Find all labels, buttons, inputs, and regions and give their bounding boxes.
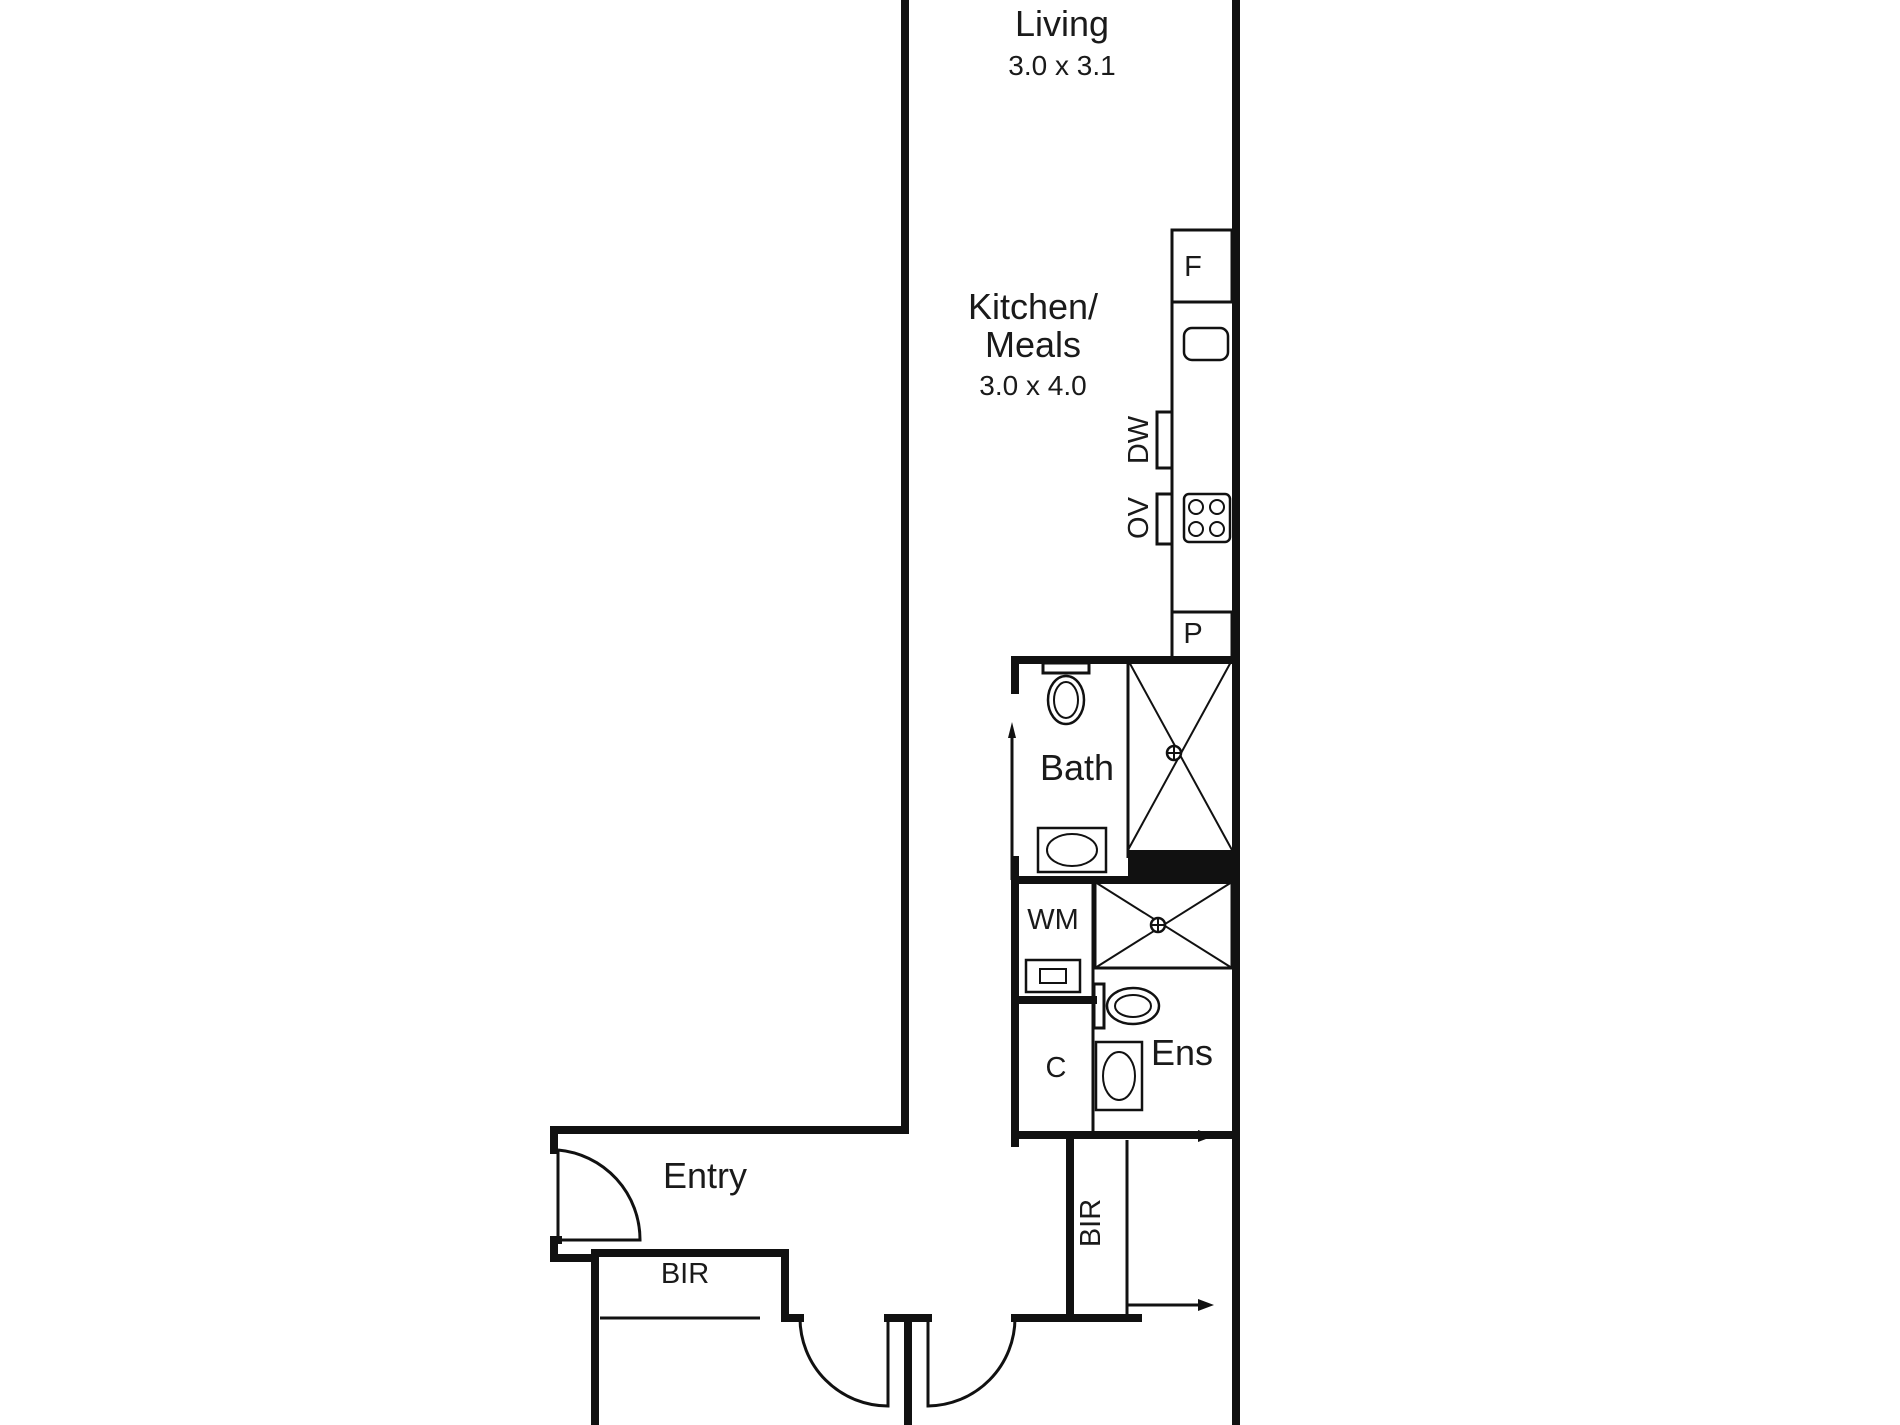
washing-machine-label: WM bbox=[1027, 904, 1079, 936]
bedroom-doors[interactable] bbox=[798, 1317, 1017, 1408]
cooktop-icon bbox=[1182, 492, 1232, 544]
basin-icon bbox=[1036, 826, 1108, 874]
bath-wall-block bbox=[1128, 850, 1232, 880]
shower-icon bbox=[1127, 659, 1233, 851]
exterior-walls bbox=[550, 0, 1240, 1425]
living-label: Living bbox=[1015, 3, 1109, 44]
oven-label: OV bbox=[1123, 496, 1155, 539]
entry-label: Entry bbox=[663, 1155, 747, 1196]
bir-side-label: BIR bbox=[1075, 1199, 1107, 1247]
dishwasher-label: DW bbox=[1123, 415, 1155, 464]
kitchen-bench bbox=[1155, 228, 1234, 664]
ensuite-basin-icon bbox=[1094, 1040, 1144, 1112]
bir-bottom-label: BIR bbox=[661, 1258, 709, 1290]
kitchen-label-line1: Kitchen/ bbox=[968, 286, 1098, 327]
bath-label: Bath bbox=[1040, 747, 1114, 788]
kitchen-size: 3.0 x 4.0 bbox=[979, 370, 1086, 401]
ensuite-toilet-icon bbox=[1092, 982, 1161, 1030]
side-bir bbox=[1125, 1130, 1214, 1318]
bathroom bbox=[1008, 656, 1240, 1147]
ensuite-label: Ens bbox=[1151, 1032, 1213, 1073]
fridge-label: F bbox=[1184, 251, 1202, 283]
fridge-space bbox=[1170, 228, 1234, 304]
cupboard-label: C bbox=[1046, 1052, 1067, 1084]
ensuite-shower-icon bbox=[1093, 880, 1234, 970]
sink-icon bbox=[1182, 326, 1230, 362]
pantry-label: P bbox=[1183, 618, 1202, 650]
living-size: 3.0 x 3.1 bbox=[1008, 50, 1115, 81]
ensuite-area bbox=[1011, 880, 1240, 1139]
laundry-tub-icon bbox=[1024, 958, 1082, 994]
toilet-icon bbox=[1041, 661, 1091, 726]
entry-door[interactable] bbox=[556, 1148, 642, 1242]
kitchen-label-line2: Meals bbox=[985, 324, 1081, 365]
